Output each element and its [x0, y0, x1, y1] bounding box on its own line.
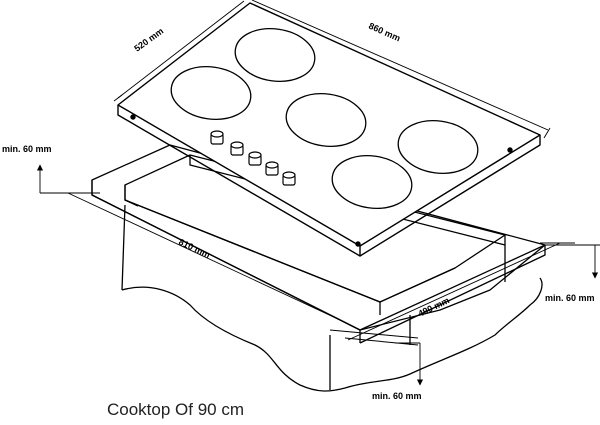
burners: [170, 28, 479, 209]
clearance-right-label: min. 60 mm: [545, 293, 595, 303]
control-knobs: [210, 130, 296, 186]
diagram-caption: Cooktop Of 90 cm: [107, 400, 245, 419]
burner-back-left: [234, 28, 316, 82]
dim-width-label: 860 mm: [367, 21, 402, 44]
cooktop: [117, 2, 541, 257]
knob-3: [248, 151, 262, 166]
burner-right: [397, 120, 479, 174]
knob-2: [230, 141, 244, 156]
burner-front-left: [170, 66, 252, 120]
dim-depth-label: 520 mm: [132, 26, 165, 54]
burner-front-right: [331, 155, 413, 209]
cabinet-cutaway: [121, 277, 543, 392]
knob-1: [210, 130, 224, 145]
clearance-left-label: min. 60 mm: [2, 144, 52, 154]
knob-5: [282, 171, 296, 186]
countertop: [91, 144, 546, 390]
dimension-lines: [36, 0, 600, 386]
burner-center: [285, 93, 367, 147]
clearance-front-label: min. 60 mm: [372, 391, 422, 401]
knob-4: [265, 161, 279, 176]
